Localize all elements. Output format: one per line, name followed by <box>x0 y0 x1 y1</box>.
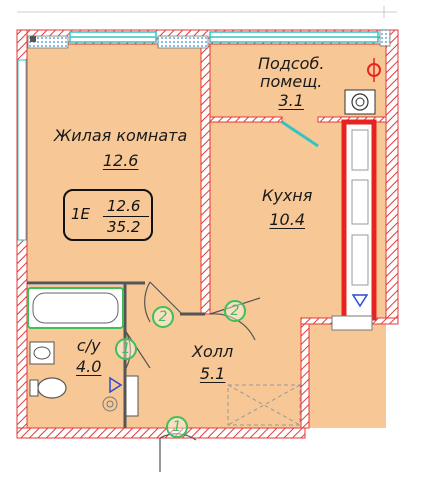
door-marker-bathroom: 1 <box>115 338 137 360</box>
bathroom-area: 4.0 <box>76 357 102 376</box>
door-marker-entry: 1 <box>166 416 188 438</box>
kitchen-name: Кухня <box>262 186 313 205</box>
wall-hall-right <box>300 319 310 429</box>
storage-name-line1: Подсоб. <box>258 54 325 73</box>
floor-drain <box>102 396 118 412</box>
hall-label: Холл 5.1 <box>192 344 233 382</box>
living-room-floor <box>27 44 201 282</box>
wall-bottom <box>16 427 306 439</box>
apartment-divider <box>103 216 149 217</box>
water-triangle-icon <box>109 376 123 394</box>
storage-area: 3.1 <box>278 91 304 110</box>
kitchen-area: 10.4 <box>269 210 305 229</box>
living-room-label: Жилая комната 12.6 <box>54 128 187 169</box>
storage-label: Подсоб. помещ. 3.1 <box>258 56 324 109</box>
hall-area: 5.1 <box>199 364 226 383</box>
apartment-living-area: 12.6 <box>107 197 141 215</box>
door-entry-swing <box>159 433 197 472</box>
kitchen-sink <box>331 315 373 331</box>
wardrobe <box>227 384 301 426</box>
storage-door <box>281 120 319 148</box>
living-room-area: 12.6 <box>102 151 139 170</box>
living-room-name: Жилая комната <box>54 126 188 145</box>
apartment-total-area: 35.2 <box>107 218 141 236</box>
apartment-badge: 1Е 12.6 35.2 <box>63 189 153 241</box>
door-living-swing <box>144 281 183 323</box>
apartment-type: 1Е <box>71 205 91 223</box>
wall-right <box>385 29 399 321</box>
window-left <box>17 59 27 241</box>
bathroom-sink <box>29 341 55 365</box>
hall-ext-floor <box>301 320 386 428</box>
kitchen-counter <box>341 119 377 321</box>
door-marker-kitchen: 2 <box>224 300 246 322</box>
bathroom-name: с/у <box>76 336 101 355</box>
storage-name-line2: помещ. <box>260 72 323 91</box>
kitchen-label: Кухня 10.4 <box>262 188 312 228</box>
wall-middle <box>200 43 211 315</box>
hall-name: Холл <box>192 342 234 361</box>
bathroom-label: с/у 4.0 <box>76 338 101 375</box>
wall-storage <box>209 116 283 123</box>
vent-triangle-icon <box>351 294 369 308</box>
door-marker-living: 2 <box>152 306 174 328</box>
toilet <box>37 377 67 399</box>
